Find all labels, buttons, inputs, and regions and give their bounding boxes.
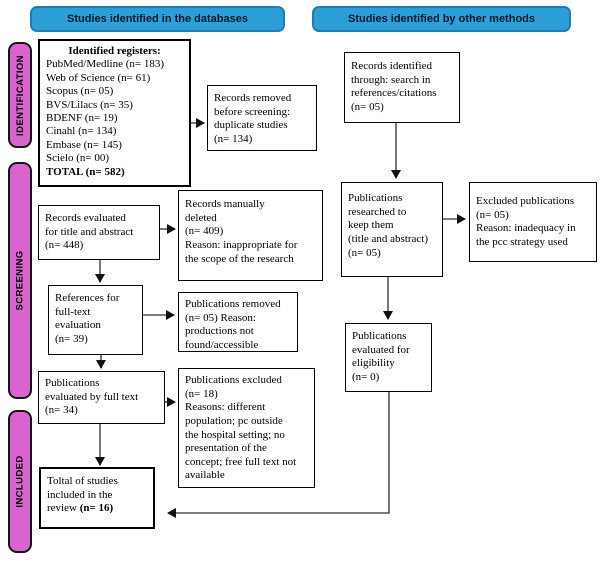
box-line: review (n= 16)	[47, 502, 147, 516]
box-excluded-publications: Excluded publications (n= 05) Reason: in…	[469, 182, 597, 262]
box-line: BDENF (n= 19)	[46, 112, 118, 125]
box-line: (n= 448)	[45, 239, 84, 252]
box-line: (n= 0)	[352, 370, 380, 383]
box-line: eligibility	[352, 357, 395, 370]
box-line: duplicate studies	[214, 119, 288, 132]
sidebar-label-included: INCLUDED	[8, 410, 32, 553]
box-line: included in the	[47, 488, 113, 501]
box-line: (n= 05) Reason:	[185, 311, 256, 324]
box-line: Records removed	[214, 92, 292, 104]
total-line-count: (n= 16)	[79, 502, 114, 515]
box-line: Publications excluded	[185, 374, 282, 386]
screening-label: SCREENING	[14, 250, 26, 311]
box-identified-registers: Identified registers: PubMed/Medline (n=…	[38, 39, 191, 187]
box-line: Web of Science (n= 61)	[46, 71, 151, 84]
box-line: Publications	[352, 330, 407, 342]
box-line: (n= 134)	[214, 132, 253, 145]
box-line: (n= 05)	[351, 100, 384, 113]
box-line: the pcc strategy used	[476, 235, 568, 248]
box-records-evaluated: Records evaluated for title and abstract…	[38, 205, 160, 260]
box-line: (n= 05)	[348, 246, 381, 259]
box-publications-fulltext: Publications evaluated by full text (n= …	[38, 371, 165, 424]
box-line: Records manually	[185, 198, 265, 210]
box-line: Embase (n= 145)	[46, 138, 122, 151]
box-line: Excluded publications	[476, 195, 575, 207]
box-line: (n= 34)	[45, 404, 78, 417]
box-line: Publications	[45, 377, 100, 389]
box-line: before screening:	[214, 105, 291, 118]
box-publications-eligibility: Publications evaluated for eligibility (…	[345, 323, 432, 392]
box-line: keep them	[348, 219, 394, 232]
box-line: Reasons: different	[185, 401, 266, 414]
box-line: (n= 05)	[476, 208, 509, 221]
identification-label: IDENTIFICATION	[14, 54, 26, 136]
box-line: References for	[55, 292, 120, 304]
header-other-methods: Studies identified by other methods	[312, 6, 571, 32]
box-line: BVS/Lilacs (n= 35)	[46, 98, 133, 111]
sidebar-label-identification: IDENTIFICATION	[8, 42, 32, 148]
box-line: Cinahl (n= 134)	[46, 125, 117, 138]
box-line: concept; free full text not	[185, 455, 297, 468]
box-line: available	[185, 469, 225, 482]
box-line: Scielo (n= 00)	[46, 152, 110, 165]
box-records-identified: Records identified through: search in re…	[344, 52, 460, 123]
box-records-removed: Records removed before screening: duplic…	[207, 85, 317, 151]
box-line: the scope of the research	[185, 252, 294, 265]
box-line: (n= 18)	[185, 387, 218, 400]
registers-title: Identified registers:	[68, 45, 161, 57]
box-line: evaluated for	[352, 343, 410, 356]
box-total-included: Toltal of studies included in the review…	[39, 467, 155, 529]
box-line: population; pc outside	[185, 414, 283, 427]
box-line: (n= 39)	[55, 332, 88, 345]
box-line: found/accessible	[185, 338, 259, 351]
included-label: INCLUDED	[14, 455, 26, 508]
box-references-fulltext: References for full-text evaluation (n= …	[48, 285, 143, 355]
box-line: for title and abstract	[45, 225, 134, 238]
box-publications-researched: Publications researched to keep them (ti…	[341, 182, 443, 277]
box-line: PubMed/Medline (n= 183)	[46, 58, 165, 71]
box-publications-excluded: Publications excluded (n= 18) Reasons: d…	[178, 368, 315, 488]
box-line: evaluated by full text	[45, 390, 139, 403]
box-line: (n= 409)	[185, 225, 224, 238]
box-line: references/citations	[351, 87, 437, 100]
box-line: evaluation	[55, 319, 101, 332]
registers-total: TOTAL (n= 582)	[46, 165, 125, 178]
box-line: Publications removed	[185, 298, 281, 310]
box-line: productions not	[185, 325, 254, 338]
box-line: Records evaluated	[45, 212, 126, 224]
header-databases: Studies identified in the databases	[30, 6, 285, 32]
sidebar-label-screening: SCREENING	[8, 162, 32, 399]
box-line: deleted	[185, 211, 217, 224]
box-line: Publications	[348, 192, 403, 204]
box-line: Records identified	[351, 60, 432, 72]
box-line: (title and abstract)	[348, 232, 429, 245]
box-line: full-text	[55, 305, 91, 318]
box-publications-removed: Publications removed (n= 05) Reason: pro…	[178, 292, 298, 352]
total-line-text: review	[47, 502, 80, 515]
box-line: through: search in	[351, 73, 431, 86]
box-line: Reason: inappropriate for	[185, 238, 298, 251]
box-line: Scopus (n= 05)	[46, 85, 114, 98]
box-line: researched to	[348, 205, 407, 218]
box-records-manually-deleted: Records manually deleted (n= 409) Reason…	[178, 190, 323, 281]
box-line: presentation of the	[185, 442, 267, 455]
box-line: Toltal of studies	[47, 475, 118, 487]
box-line: Reason: inadequacy in	[476, 222, 576, 235]
box-line: the hospital setting; no	[185, 428, 285, 441]
